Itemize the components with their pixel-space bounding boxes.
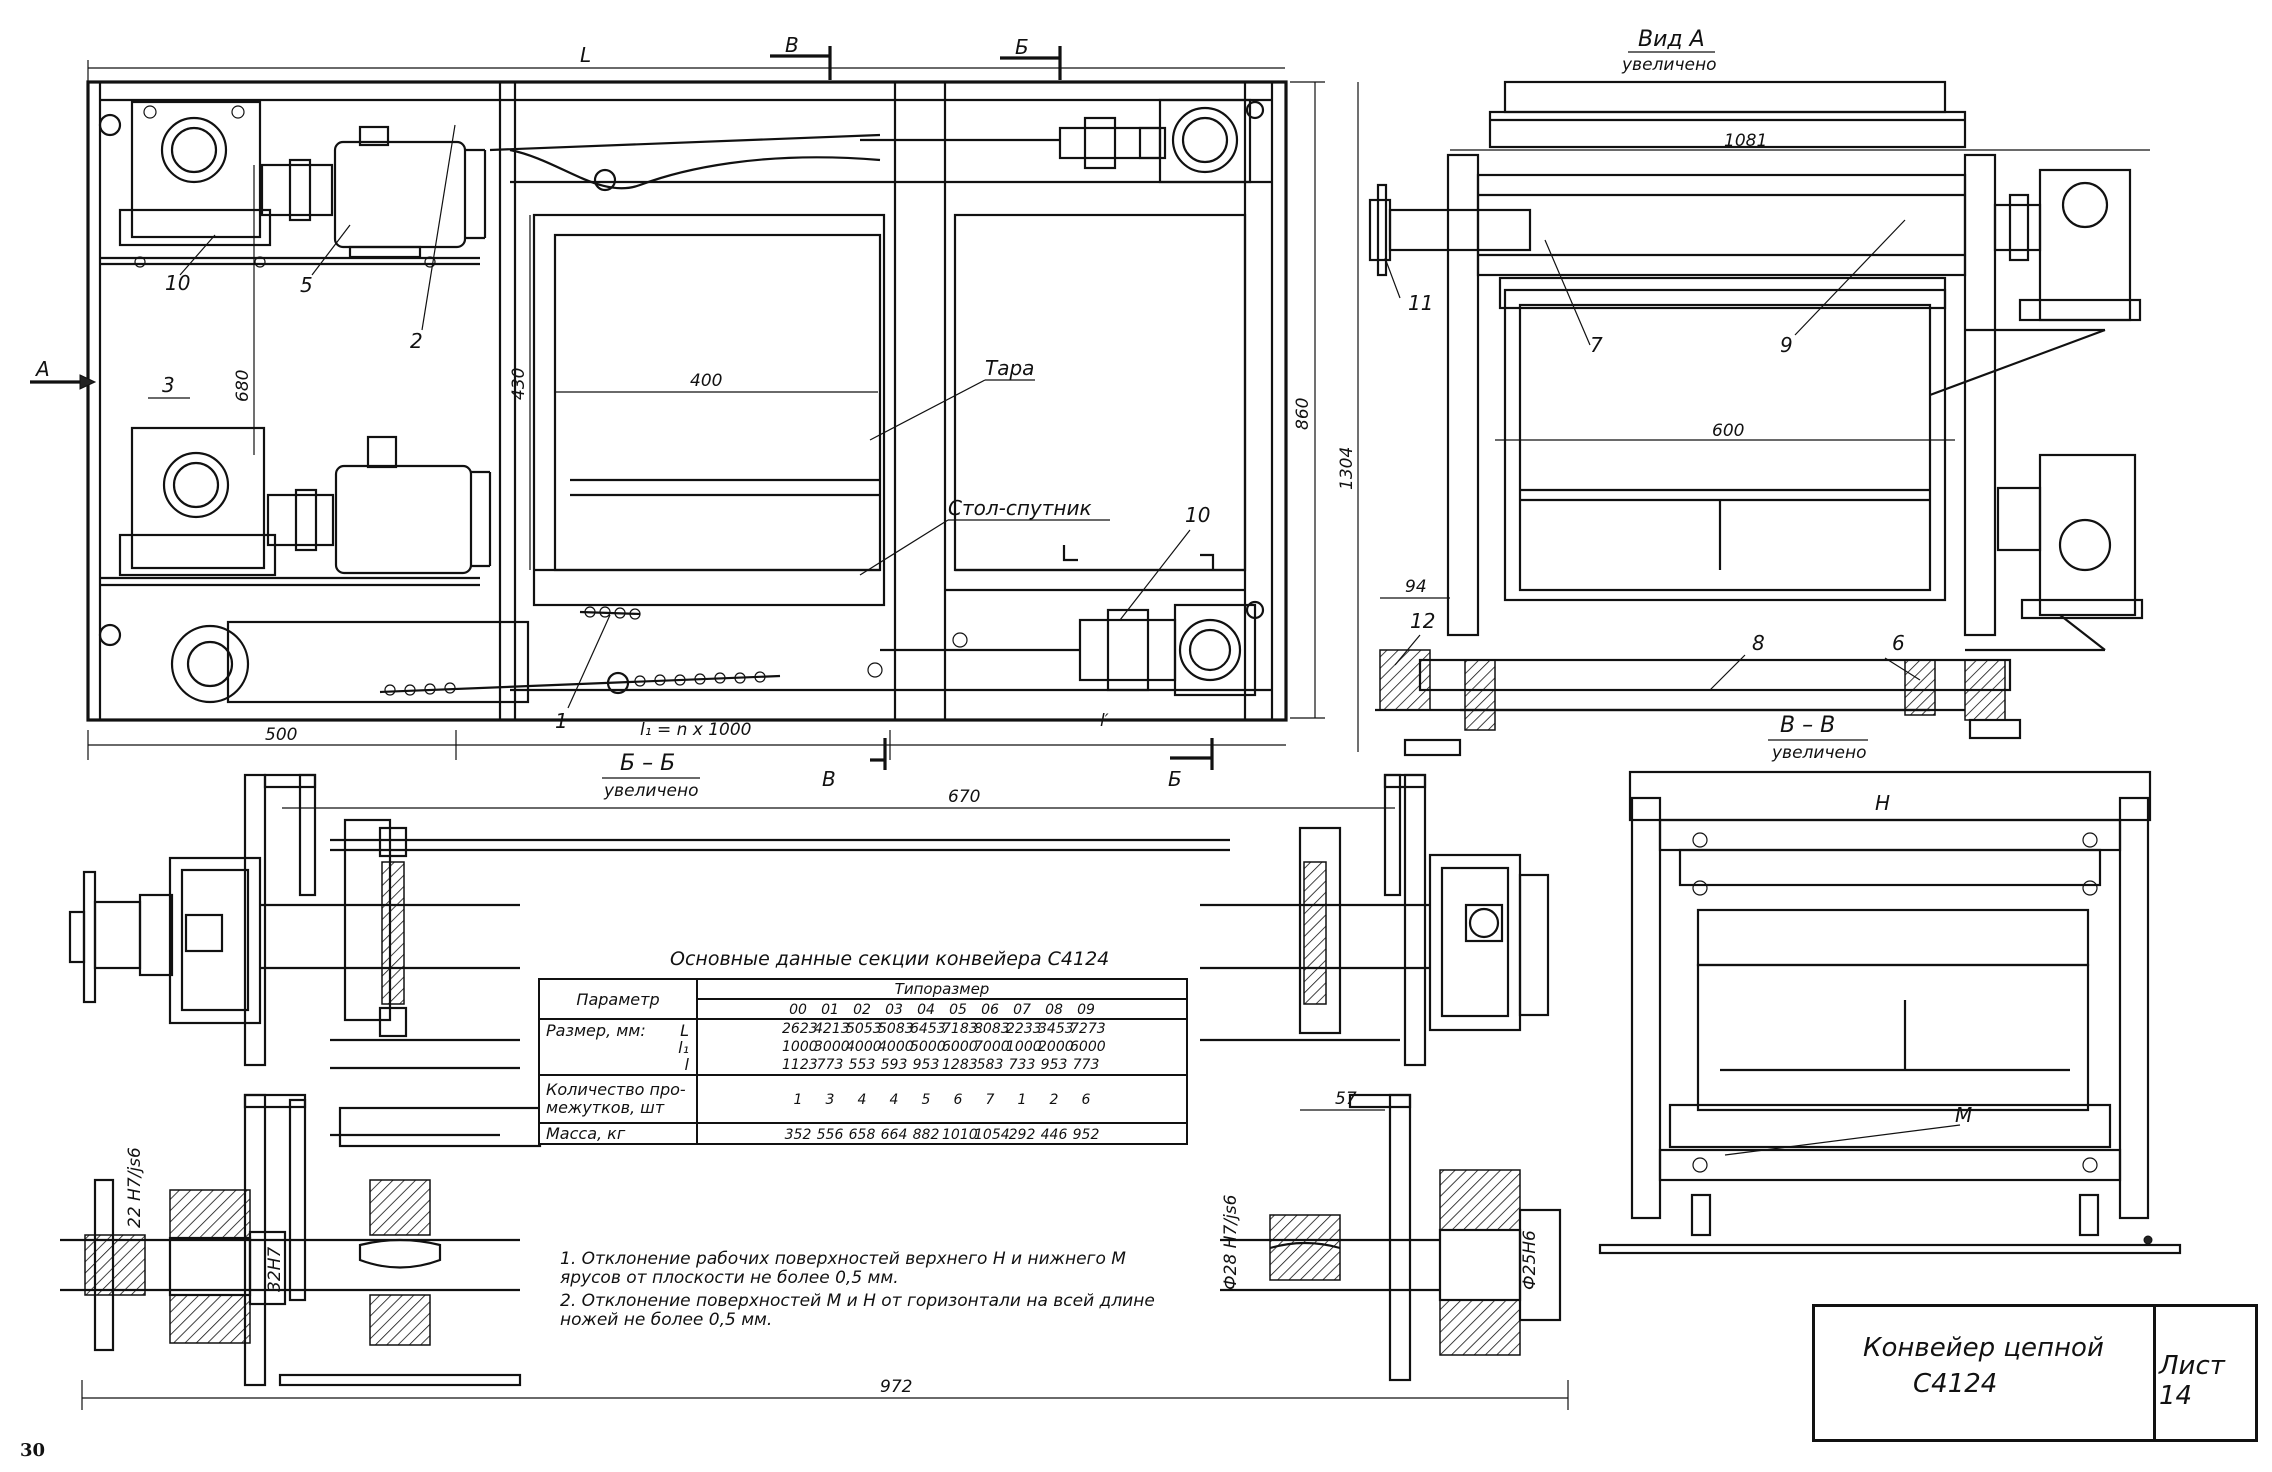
dim-l-prime: l′	[1100, 711, 1109, 731]
label-stol-sputnik: Стол-спутник	[948, 496, 1092, 520]
type-01: 01	[821, 1002, 839, 1018]
type-03: 03	[885, 1002, 903, 1018]
dim-860: 860	[1293, 398, 1313, 430]
table-size-label-cell: Размер, мм: L l₁ l	[538, 1018, 698, 1076]
row-L: 2623421350535083645371838083223334537273	[782, 1021, 1106, 1037]
section-vv-title: В – В	[1780, 713, 1835, 738]
table-mass-label: Масса, кг	[538, 1122, 698, 1145]
note-1: 1. Отклонение рабочих поверхностей верхн…	[560, 1249, 1126, 1288]
type-07: 07	[1013, 1002, 1031, 1018]
dim-670: 670	[948, 787, 980, 807]
dim-680: 680	[233, 370, 253, 402]
table-type-header: Типоразмер	[696, 978, 1188, 1000]
note-2: 2. Отклонение поверхностей М и Н от гори…	[560, 1291, 1155, 1330]
fit-left-32h7: 32H7	[265, 1247, 285, 1292]
dim-500: 500	[265, 725, 297, 745]
dim-l1: l₁ = n x 1000	[640, 720, 752, 740]
section-vv-subtitle: увеличено	[1771, 743, 1866, 763]
callout-4: 5	[300, 273, 313, 297]
type-04: 04	[917, 1002, 935, 1018]
size-key-L: L	[680, 1020, 689, 1040]
view-a-subtitle: увеличено	[1621, 55, 1716, 75]
title-name-line2: С4124	[1913, 1369, 1998, 1399]
callout-2: 2	[410, 329, 423, 353]
section-bb: Б – Б увеличено 670	[60, 751, 1569, 1410]
section-mark-b-bottom: Б	[1168, 767, 1182, 791]
callout-8: 8	[1752, 631, 1765, 655]
size-key-l: l	[684, 1054, 689, 1074]
chain-mid	[584, 606, 641, 620]
label-n: Н	[1875, 791, 1890, 815]
dim-L: L	[580, 43, 591, 67]
callout-9: 9	[1780, 333, 1793, 357]
table-count-label: Количество про-межутков, шт	[538, 1074, 698, 1124]
fit-right-28: Ф28 H7/js6	[1221, 1194, 1241, 1290]
fit-right-25: Ф25H6	[1520, 1230, 1540, 1290]
callout-12: 12	[1410, 609, 1435, 633]
section-mark-b-top: Б	[1015, 35, 1029, 59]
dim-430: 430	[509, 368, 529, 400]
dim-972: 972	[880, 1377, 912, 1397]
notes: 1. Отклонение рабочих поверхностей верхн…	[560, 1250, 1180, 1334]
section-vv: В – В увеличено Н М	[1598, 713, 2182, 1255]
label-m: М	[1955, 1103, 1972, 1127]
section-mark-v-bottom: В	[822, 767, 836, 791]
dim-57: 57	[1335, 1089, 1357, 1109]
type-08: 08	[1045, 1002, 1063, 1018]
label-tara: Тара	[985, 356, 1034, 380]
callout-1: 1	[555, 709, 568, 733]
type-02: 02	[853, 1002, 871, 1018]
title-name-line1: Конвейер цепной	[1863, 1333, 2104, 1363]
chain-lower	[384, 671, 766, 696]
table-size-values: 2623421350535083645371838083223334537273…	[696, 1018, 1188, 1076]
row-l1: 1000300040004000500060007000100020006000	[782, 1039, 1106, 1055]
title-block-name: Конвейер цепной С4124	[1815, 1307, 2156, 1439]
table-type-row: 00 01 02 03 04 05 06 07 08 09	[696, 998, 1188, 1020]
fit-left-22: 22 H7/js6	[125, 1147, 145, 1228]
table-caption: Основные данные секции конвейера С4124	[670, 948, 1110, 970]
dim-400: 400	[690, 371, 722, 391]
type-09: 09	[1077, 1002, 1095, 1018]
section-bb-title: Б – Б	[620, 751, 675, 776]
dim-600: 600	[1712, 421, 1744, 441]
title-block: Конвейер цепной С4124 Лист 14	[1812, 1304, 2258, 1442]
callout-5: 10	[165, 271, 190, 295]
plan-view: L В Б	[30, 33, 1325, 791]
sheet-number: Лист 14	[2159, 1351, 2225, 1411]
type-06: 06	[981, 1002, 999, 1018]
section-bb-subtitle: увеличено	[603, 781, 698, 801]
callout-6: 6	[1892, 631, 1905, 655]
callout-7: 7	[1590, 333, 1603, 357]
type-05: 05	[949, 1002, 967, 1018]
section-mark-v-top: В	[785, 33, 799, 57]
dim-1081: 1081	[1724, 131, 1767, 151]
arrow-a-label: А	[34, 357, 50, 381]
view-a-title: Вид А	[1638, 27, 1705, 52]
callout-10: 10	[1185, 503, 1210, 527]
size-key-l1: l₁	[678, 1037, 689, 1057]
callout-3: 3	[162, 373, 175, 397]
dim-94: 94	[1405, 577, 1427, 597]
dim-1304: 1304	[1337, 447, 1357, 490]
callout-11: 11	[1408, 291, 1433, 315]
page-number: 30	[20, 1440, 46, 1461]
view-a: Вид А увеличено 1304 1081	[1337, 27, 2150, 757]
conveyor-data-table: Параметр Типоразмер 00 01 02 03 04 05 06 07 08 09…	[538, 978, 1188, 1145]
type-00: 00	[789, 1002, 807, 1018]
size-label: Размер, мм:	[546, 1020, 646, 1040]
table-param-header: Параметр	[538, 978, 698, 1020]
